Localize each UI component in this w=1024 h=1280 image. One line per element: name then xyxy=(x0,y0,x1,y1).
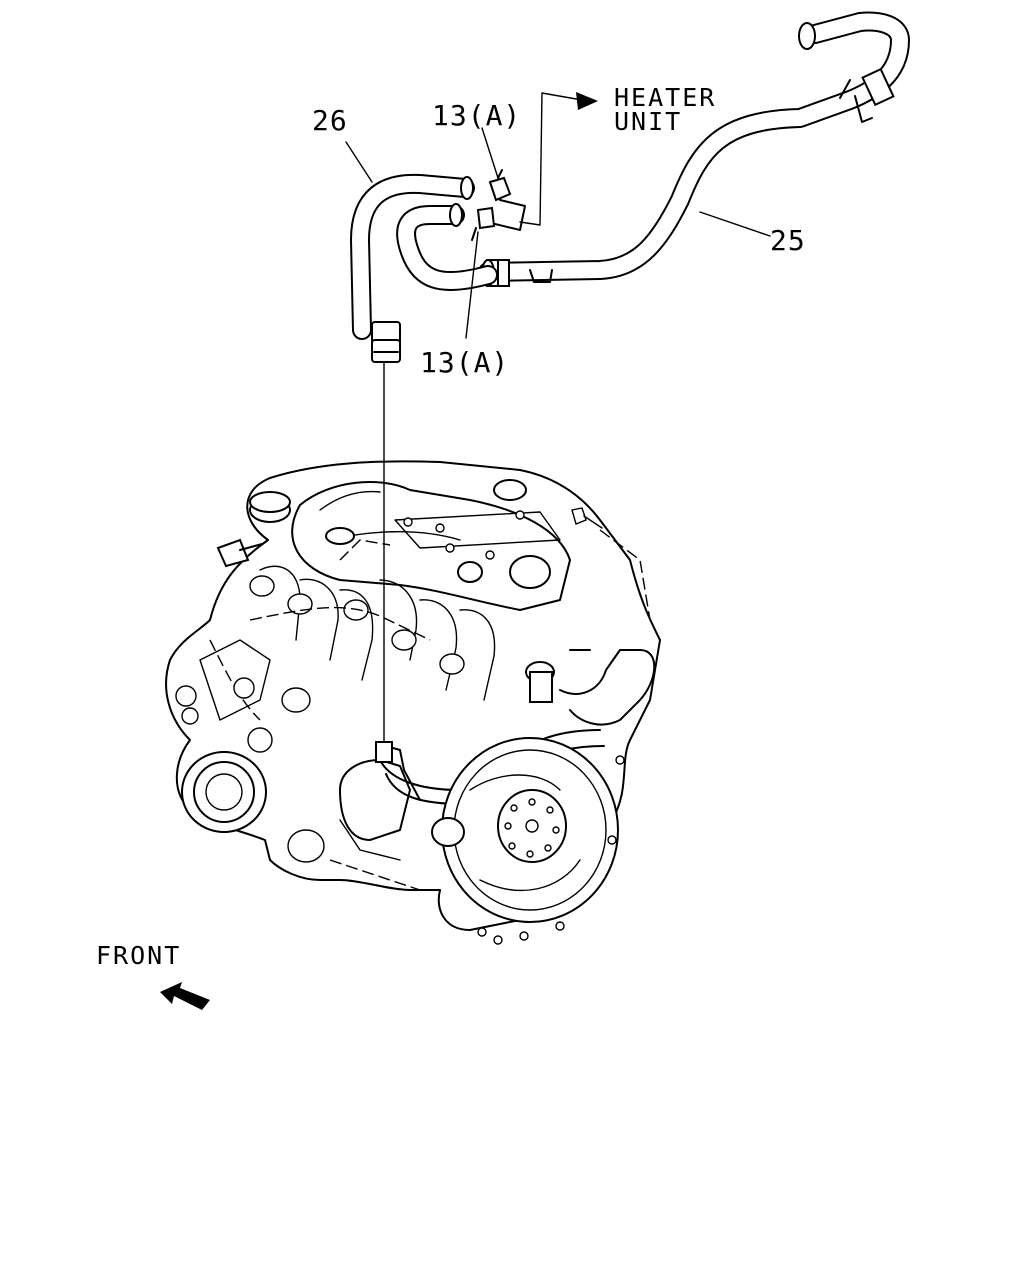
heater-unit-label-line1: HEATER xyxy=(614,83,716,112)
heater-hose-26 xyxy=(350,173,498,363)
front-arrow-icon xyxy=(160,982,210,1010)
callout-26: 26 xyxy=(312,104,348,137)
leader-25 xyxy=(699,211,771,237)
front-label: FRONT xyxy=(96,941,181,970)
callout-25: 25 xyxy=(770,224,806,257)
leader-13a-lower xyxy=(465,231,479,339)
heater-unit-label-line2: UNIT xyxy=(614,107,682,136)
callout-13a-lower: 13(A) xyxy=(420,346,509,379)
heater-pipe-25 xyxy=(478,11,910,287)
clamp-13a-lower xyxy=(471,206,496,241)
engine-assembly xyxy=(165,460,661,945)
leader-13a-upper xyxy=(481,127,499,179)
leader-26 xyxy=(345,141,373,183)
callout-13a-upper: 13(A) xyxy=(432,99,521,132)
heater-unit-arrow xyxy=(519,92,598,226)
clamp-13a-upper xyxy=(488,169,512,202)
